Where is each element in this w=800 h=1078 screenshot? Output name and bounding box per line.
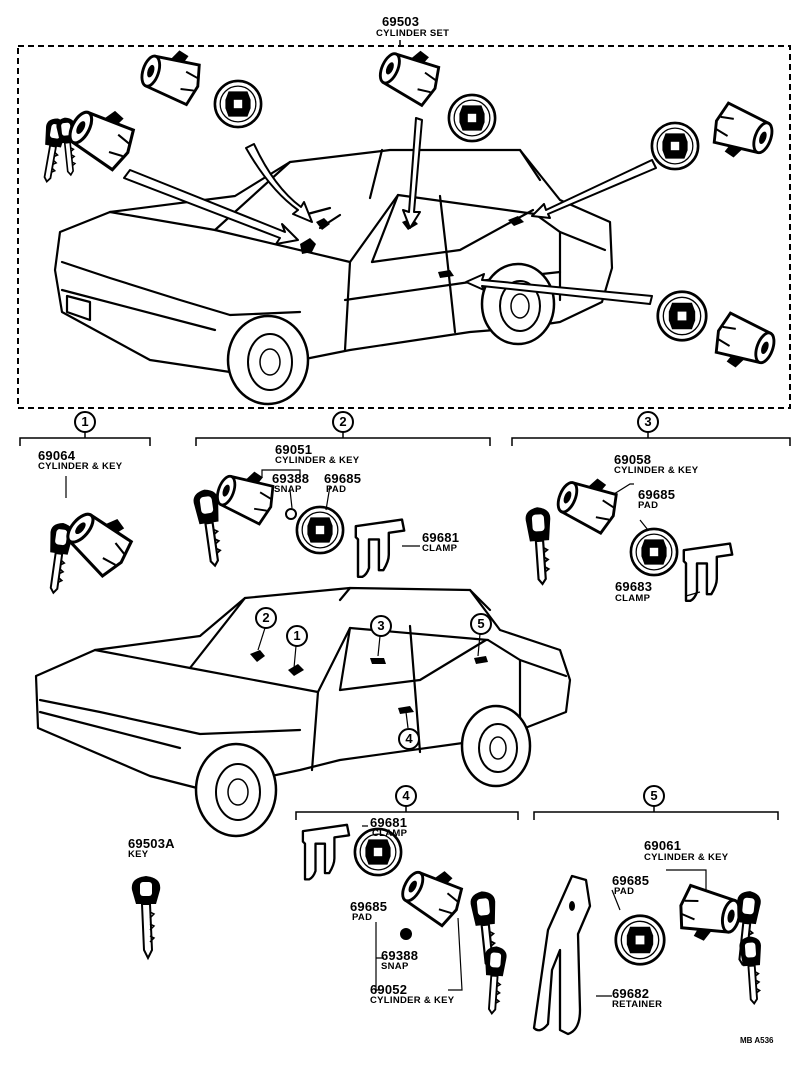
group-4-name-snap: SNAP — [381, 961, 409, 972]
group-2-part-69685: 69685 — [324, 471, 362, 486]
group-2-part-69051: 69051 — [275, 442, 313, 457]
group-3-part-69683: 69683 — [615, 579, 653, 594]
group-2-components — [191, 460, 420, 579]
group-2-index: 2 — [332, 411, 354, 433]
group-4-components — [301, 823, 509, 1016]
group-3-part-69058: 69058 — [614, 452, 652, 467]
group-4-name-pad: PAD — [352, 912, 373, 923]
group-3-name-cylinder-key: CYLINDER & KEY — [614, 465, 699, 476]
car-callout-5: 5 — [470, 613, 492, 635]
group-2-name-pad: PAD — [326, 484, 347, 495]
group-1-name-cylinder-key: CYLINDER & KEY — [38, 461, 123, 472]
key-part-number: 69503A — [128, 836, 175, 851]
car-callout-2: 2 — [255, 607, 277, 629]
group-1-components — [41, 476, 143, 596]
group-5-name-cylinder-key: CYLINDER & KEY — [644, 852, 729, 863]
car-callout-3: 3 — [370, 615, 392, 637]
group-4-part-69052: 69052 — [370, 982, 408, 997]
group-2-name-cylinder-key: CYLINDER & KEY — [275, 455, 360, 466]
car-middle-wheels — [194, 704, 532, 838]
group-5-components — [532, 869, 766, 1036]
car-callout-4: 4 — [398, 728, 420, 750]
cylinder-set-name: CYLINDER SET — [376, 28, 450, 39]
group-2-name-snap: SNAP — [274, 484, 302, 495]
group-2-name-clamp: CLAMP — [422, 543, 458, 554]
group-1-part-69064: 69064 — [38, 448, 76, 463]
group-4-name-clamp: CLAMP — [372, 828, 408, 839]
group-5-part-69061: 69061 — [644, 838, 682, 853]
group-2-part-69388: 69388 — [272, 471, 310, 486]
group-4-part-69388: 69388 — [381, 948, 419, 963]
cylinder-set-part-number: 69503 — [382, 14, 420, 29]
cylinder-set-box — [17, 45, 791, 409]
car-callout-1: 1 — [286, 625, 308, 647]
group-3-index: 3 — [637, 411, 659, 433]
group-5-part-69682: 69682 — [612, 986, 650, 1001]
key-name: KEY — [128, 849, 149, 860]
group-3-components — [523, 466, 734, 603]
car-middle-illustration — [34, 586, 572, 792]
group-5-name-retainer: RETAINER — [612, 999, 663, 1010]
group-4-part-69685: 69685 — [350, 899, 388, 914]
group-5-index: 5 — [643, 785, 665, 807]
car-top-illustration — [53, 148, 614, 374]
group-4-part-69681: 69681 — [370, 815, 408, 830]
car-middle-lock-points — [250, 650, 488, 714]
group-5-part-69685: 69685 — [612, 873, 650, 888]
group-3-part-69685: 69685 — [638, 487, 676, 502]
group-5-name-pad: PAD — [614, 886, 635, 897]
group-4-index: 4 — [395, 785, 417, 807]
car-top-arrows — [123, 117, 657, 305]
figure-code: MB A536 — [740, 1036, 774, 1045]
group-3-name-clamp: CLAMP — [615, 593, 651, 604]
key-illustration — [131, 876, 161, 961]
group-2-part-69681: 69681 — [422, 530, 460, 545]
group-1-index: 1 — [74, 411, 96, 433]
group-4-name-cylinder-key: CYLINDER & KEY — [370, 995, 455, 1006]
car-middle-leaders — [257, 627, 481, 729]
group-3-name-pad: PAD — [638, 500, 659, 511]
